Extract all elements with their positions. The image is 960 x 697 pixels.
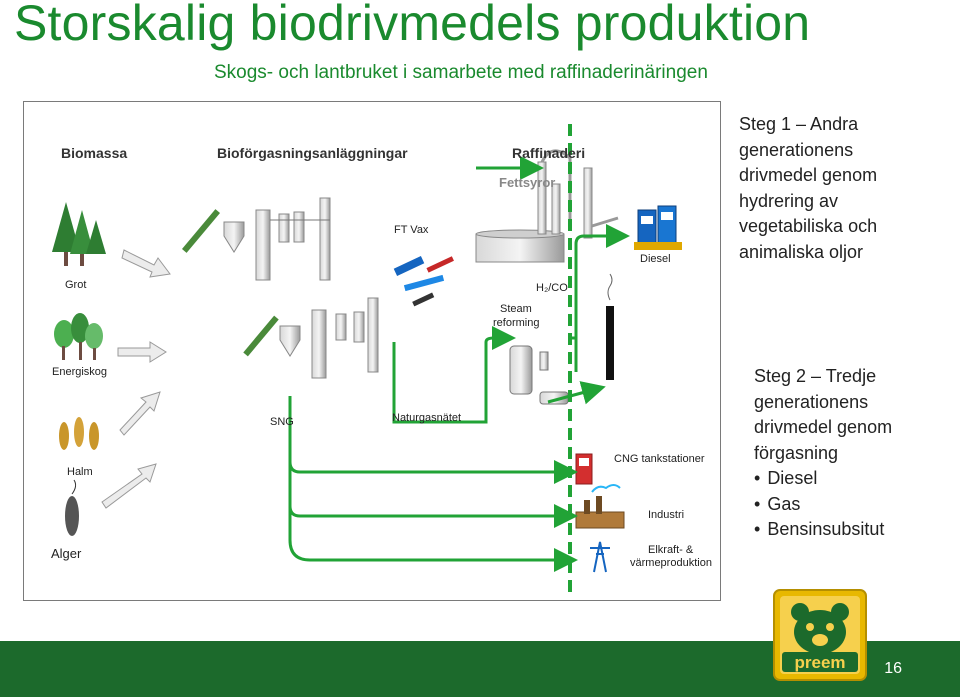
label-varme: värmeproduktion bbox=[630, 557, 712, 569]
smoke-icon bbox=[607, 273, 613, 301]
label-cng: CNG tankstationer bbox=[614, 453, 705, 465]
step1-text: Steg 1 – Andra generationens drivmedel g… bbox=[739, 112, 877, 265]
step1-line: vegetabiliska och bbox=[739, 216, 878, 236]
refinery-icon bbox=[475, 149, 619, 263]
step1-line: drivmedel genom bbox=[739, 165, 878, 185]
step2-line: drivmedel genom bbox=[754, 417, 893, 437]
label-elkraft: Elkraft- & bbox=[648, 544, 694, 556]
header-refinery: Raffinaderi bbox=[512, 145, 586, 161]
step2-line: Steg 2 – Tredje bbox=[754, 366, 877, 386]
logo-text: preem bbox=[794, 653, 845, 672]
label-ft-vax: FT Vax bbox=[394, 224, 429, 236]
label-sng: SNG bbox=[270, 416, 294, 428]
step1-line: animaliska oljor bbox=[739, 241, 864, 262]
energy-forest-icon bbox=[54, 313, 103, 360]
header-biomassa: Biomassa bbox=[61, 145, 128, 161]
header-gasification: Bioförgasningsanläggningar bbox=[217, 145, 408, 161]
gray-arrow-1 bbox=[121, 249, 171, 278]
cng-station-icon bbox=[575, 453, 593, 485]
step2-line: generationens bbox=[754, 391, 869, 412]
process-diagram: Biomassa Bioförgasningsanläggningar Raff… bbox=[23, 101, 721, 601]
label-industri: Industri bbox=[648, 509, 685, 521]
step2-bullets: Diesel Gas Bensinsubsitut bbox=[754, 466, 892, 543]
source-label-halm: Halm bbox=[67, 466, 93, 478]
label-reforming: reforming bbox=[493, 317, 540, 329]
forest-icon bbox=[52, 202, 106, 266]
gasification-plant-top bbox=[181, 197, 331, 281]
step1-line: Steg 1 – Andra bbox=[739, 114, 859, 134]
power-pylon-icon bbox=[590, 541, 610, 573]
industry-icon bbox=[575, 484, 625, 529]
bullet-item: Gas bbox=[754, 492, 892, 518]
label-naturgas: Naturgasnätet bbox=[392, 412, 462, 424]
exhaust-stack-icon bbox=[606, 306, 614, 380]
step2-text: Steg 2 – Tredje generationens drivmedel … bbox=[754, 364, 892, 543]
gasification-plant-bottom bbox=[243, 297, 379, 379]
step1-line: hydrering av bbox=[739, 190, 839, 211]
gray-arrow-3 bbox=[119, 391, 161, 436]
page-number: 16 bbox=[884, 660, 902, 677]
straw-icon bbox=[59, 417, 99, 450]
diagram-graphics bbox=[52, 124, 682, 598]
gray-arrow-4 bbox=[101, 463, 157, 509]
bullet-item: Bensinsubsitut bbox=[754, 517, 892, 543]
ft-products-icon bbox=[393, 256, 454, 307]
step1-line: generationens bbox=[739, 139, 854, 160]
source-label-energiskog: Energiskog bbox=[52, 366, 108, 378]
source-label-grot: Grot bbox=[65, 279, 87, 291]
bullet-item: Diesel bbox=[754, 466, 892, 492]
step2-line: förgasning bbox=[754, 442, 839, 463]
steam-reforming-icon bbox=[509, 345, 569, 405]
preem-logo: preem bbox=[773, 589, 867, 681]
algae-icon bbox=[65, 479, 79, 536]
label-diesel: Diesel bbox=[640, 253, 671, 265]
source-label-alger: Alger bbox=[51, 546, 82, 561]
label-fettsyror: Fettsyror bbox=[499, 175, 556, 190]
slide-subtitle: Skogs- och lantbruket i samarbete med ra… bbox=[214, 62, 708, 83]
gray-arrow-2 bbox=[117, 341, 167, 363]
label-steam: Steam bbox=[500, 303, 532, 315]
label-h2co: H₂/CO bbox=[536, 282, 568, 294]
slide-title: Storskalig biodrivmedels produktion bbox=[14, 0, 811, 51]
diesel-pump-icon bbox=[634, 205, 682, 250]
flow-lines bbox=[288, 156, 630, 572]
